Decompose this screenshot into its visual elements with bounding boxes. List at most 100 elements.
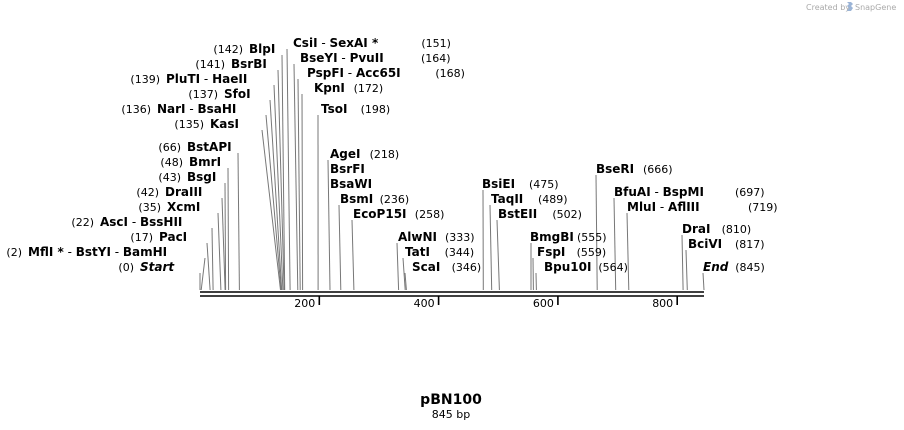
enzyme-label-pacl[interactable]: (17)PacI [130,230,187,244]
enzyme-pspfi-0: PspFI [307,66,344,80]
leader-line-nari [265,114,282,291]
leader-line-agei [327,159,331,291]
cut-position: (141) [195,58,225,71]
enzyme-name: AgeI [330,147,360,161]
cut-position: (475) [529,178,559,191]
enzyme-label-bsiei[interactable]: BsiEI (475) [482,177,559,191]
leader-line-bfuai [613,197,617,291]
enzyme-label-ascl[interactable]: (22)AscI - BssHII [71,215,182,229]
scale-tick-label-200: 200 [294,297,315,310]
enzyme-tati-0: TatI [405,245,430,259]
leader-line-pluti [273,84,284,291]
enzyme-ascl-1: BssHII [140,215,182,229]
cut-position: (22) [71,216,94,229]
enzyme-bsteii-0: BstEII [498,207,537,221]
enzyme-label-pspfi[interactable]: PspFI - Acc65I(168) [307,66,465,80]
leader-line-bsgi [224,182,227,291]
enzyme-label-bseri[interactable]: BseRI(666) [596,162,673,176]
enzyme-label-bpu10i[interactable]: Bpu10I(564) [544,260,628,274]
enzyme-label-bsrfi[interactable]: BsrFI [330,162,365,176]
enzyme-name: DraI [682,222,710,236]
cut-position: (136) [121,103,151,116]
enzyme-label-pluti[interactable]: (139)PluTI - HaeII [130,72,247,86]
enzyme-name: BstEII [498,207,537,221]
enzyme-pluti-0: PluTI [166,72,200,86]
enzyme-label-bseyi[interactable]: BseYI - PvuII(164) [300,51,451,65]
enzyme-name: TaqII [491,192,523,206]
leader-line-bsmi [338,204,342,291]
cut-position: (2) [6,246,22,259]
snapgene-logo-icon [847,2,853,11]
enzyme-bsrfi-0: BsrFI [330,162,365,176]
enzyme-label-ecop15i[interactable]: EcoP15I(258) [353,207,444,221]
enzyme-mlui-0: MluI [627,200,656,214]
leader-line-bseyi [293,63,299,291]
enzyme-label-bcivi[interactable]: BciVI(817) [688,237,765,251]
enzyme-label-csii[interactable]: CsiI - SexAI *(151) [293,36,451,50]
enzyme-mlui-1: AflIII [668,200,700,214]
enzyme-label-bsmi[interactable]: BsmI(236) [340,192,409,206]
enzyme-label-tsoi[interactable]: TsoI(198) [321,102,390,116]
enzyme-pspfi-1: Acc65I [356,66,401,80]
enzyme-name: NarI - BsaHI [157,102,236,116]
leader-line-xcmi [217,212,222,291]
cut-position: (333) [445,231,475,244]
cut-position: (172) [354,82,384,95]
enzyme-nari-0: NarI [157,102,186,116]
enzyme-blpi-0: BlpI [249,42,275,56]
leader-line-kasi [261,129,281,291]
cut-position: (555) [577,231,607,244]
enzyme-name: BsgI [187,170,216,184]
enzyme-label-dralii[interactable]: (42)DraIII [136,185,202,199]
enzyme-label-kasi[interactable]: (135)KasI [174,117,239,131]
enzyme-label-bstapi[interactable]: (66)BstAPI [158,140,231,154]
enzyme-name: PluTI - HaeII [166,72,247,86]
cut-position: (135) [174,118,204,131]
cut-position: (719) [748,201,778,214]
cut-position: (502) [552,208,582,221]
enzyme-name: BmgBI [530,230,574,244]
enzyme-name: BsiEI [482,177,515,191]
enzyme-label-alwni[interactable]: AlwNI (333) [398,230,475,244]
enzyme-label-mlui[interactable]: MluI - AflIII(719) [627,200,778,214]
enzyme-label-bsrbi[interactable]: (141)BsrBI [195,57,266,71]
enzyme-name: BseRI [596,162,634,176]
enzyme-label-drai[interactable]: DraI(810) [682,222,751,236]
brand-text: SnapGene [855,3,896,12]
enzyme-label-xcmi[interactable]: (35) XcmI [138,200,200,214]
enzyme-label-tati[interactable]: TatI(344) [405,245,474,259]
enzyme-label-sfoi[interactable]: (137)SfoI [188,87,250,101]
enzyme-name: AlwNI [398,230,437,244]
enzyme-label-taqii[interactable]: TaqII(489) [491,192,568,206]
leader-lines [199,48,705,291]
enzyme-label-fspi[interactable]: FspI(559) [537,245,606,259]
cut-position: (35) [138,201,161,214]
enzyme-name: BfuAI - BspMI [614,185,704,199]
enzyme-xcmi-0: XcmI [167,200,200,214]
enzyme-label-bmgbi[interactable]: BmgBI(555) [530,230,607,244]
enzyme-name: BstAPI [187,140,232,154]
enzyme-label-bfuai[interactable]: BfuAI - BspMI(697) [614,185,765,199]
enzyme-label-kpni[interactable]: KpnI(172) [314,81,383,95]
enzyme-label-agei[interactable]: AgeI(218) [330,147,399,161]
cut-position: (17) [130,231,153,244]
enzyme-label-bsteii[interactable]: BstEII (502) [498,207,582,221]
enzyme-label-mfli[interactable]: (2)MflI * - BstYI - BamHI [6,245,167,259]
enzyme-label-start[interactable]: (0)Start [118,260,175,274]
enzyme-name: Start [140,260,175,274]
enzyme-label-bsgi[interactable]: (43)BsgI [158,170,216,184]
leader-line-bmri [227,167,230,291]
enzyme-label-nari[interactable]: (136) NarI - BsaHI [121,102,236,116]
enzyme-name: DraIII [165,185,202,199]
enzyme-label-bsawi[interactable]: BsaWI [330,177,372,191]
enzyme-name: Bpu10I [544,260,591,274]
leader-line-sfoi [269,99,283,291]
enzyme-name: EcoP15I [353,207,407,221]
enzyme-label-scai[interactable]: ScaI(346) [412,260,481,274]
enzyme-bpu10i-0: Bpu10I [544,260,591,274]
enzyme-name: PspFI - Acc65I [307,66,401,80]
enzyme-label-end[interactable]: End(845) [703,260,765,274]
enzyme-label-bmri[interactable]: (48)BmrI [160,155,221,169]
enzyme-label-blpi[interactable]: (142)BlpI [213,42,275,56]
leader-line-csii [286,48,291,291]
